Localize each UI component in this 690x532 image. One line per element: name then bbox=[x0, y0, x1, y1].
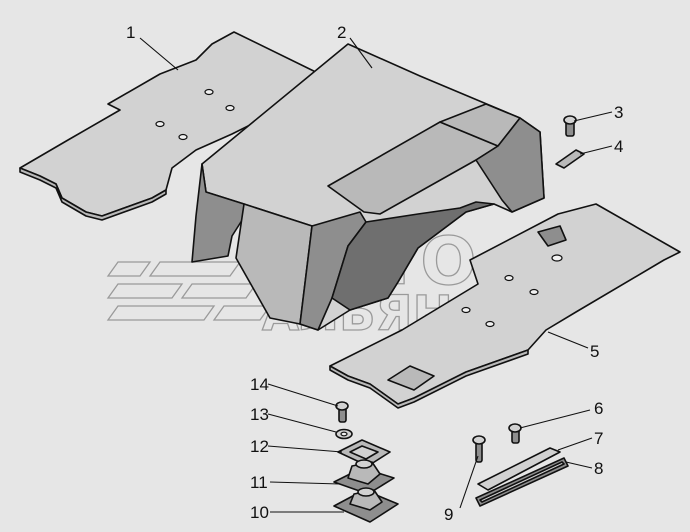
callout-2: 2 bbox=[337, 23, 346, 42]
part-13-washer-icon bbox=[335, 428, 353, 440]
part-3-bolt-icon bbox=[563, 115, 577, 137]
callout-numbers: 1 2 3 4 5 6 7 8 9 10 11 12 13 14 bbox=[126, 23, 623, 524]
part-10-boot-base-icon bbox=[333, 487, 399, 523]
callout-13: 13 bbox=[250, 405, 269, 424]
callout-11: 11 bbox=[250, 473, 268, 492]
callout-10: 10 bbox=[250, 503, 269, 522]
callout-6: 6 bbox=[594, 399, 603, 418]
callout-4: 4 bbox=[614, 137, 623, 156]
callout-9: 9 bbox=[444, 505, 453, 524]
callout-7: 7 bbox=[594, 429, 603, 448]
part-1-left-floor-mat bbox=[19, 31, 329, 221]
watermark-logo-icon bbox=[106, 261, 272, 321]
part-12-frame-icon bbox=[337, 439, 391, 467]
part-5-right-floor-mat bbox=[329, 203, 681, 409]
part-4-plate-icon bbox=[555, 149, 585, 169]
callout-14: 14 bbox=[250, 375, 269, 394]
part-6-bolt-icon bbox=[508, 423, 522, 444]
part-7-strip-icon bbox=[477, 447, 561, 491]
part-11-boot-icon bbox=[333, 459, 395, 495]
callout-5: 5 bbox=[590, 342, 599, 361]
callout-8: 8 bbox=[594, 459, 603, 478]
part-2-tunnel-cover bbox=[191, 43, 545, 331]
callout-12: 12 bbox=[250, 437, 269, 456]
callout-1: 1 bbox=[126, 23, 135, 42]
part-8-rail-icon bbox=[475, 457, 569, 507]
part-9-screw-icon bbox=[472, 435, 486, 463]
leader-lines bbox=[139, 37, 613, 513]
part-14-bolt-icon bbox=[335, 401, 349, 423]
callout-3: 3 bbox=[614, 103, 623, 122]
